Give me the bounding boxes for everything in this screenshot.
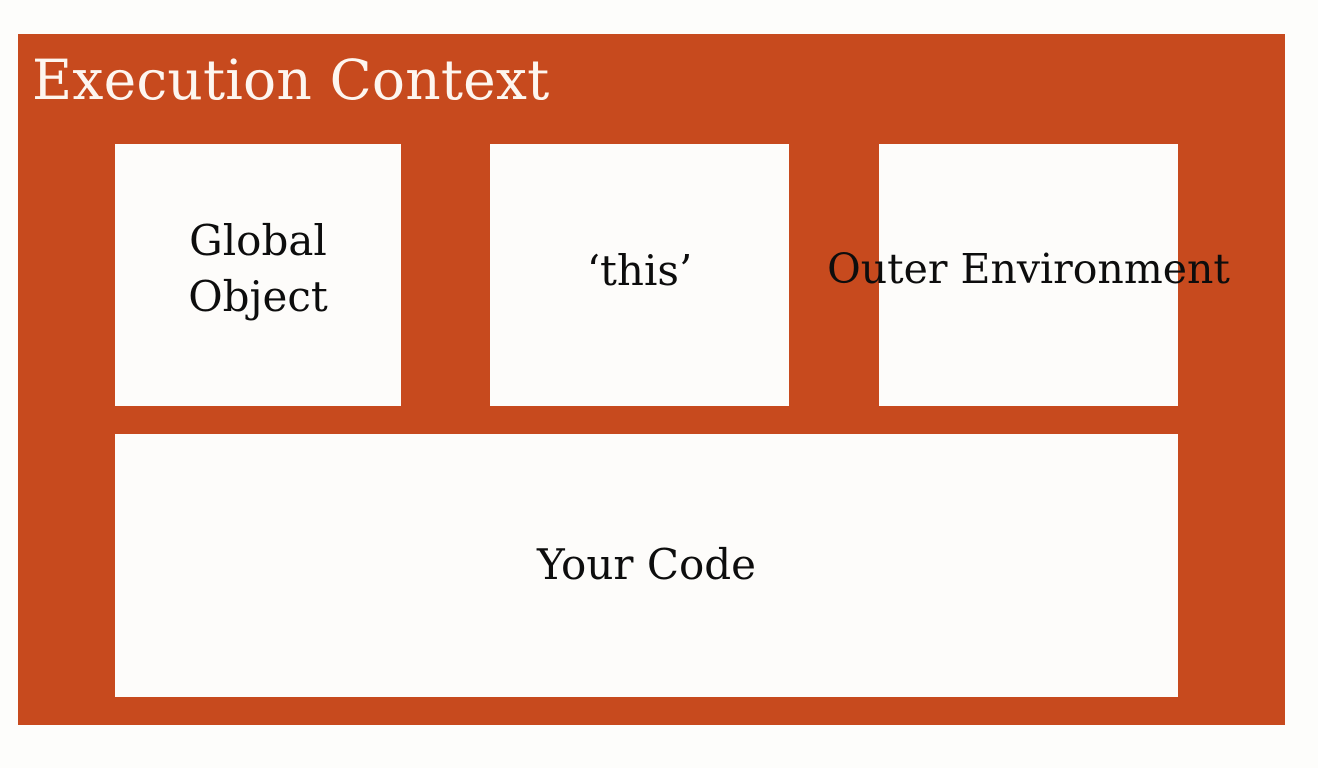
execution-context-title: Execution Context [32, 48, 550, 112]
box-this: ‘this’ [490, 144, 789, 406]
box-your-code: Your Code [115, 434, 1178, 697]
box-outer-environment-label: Outer Environment [827, 245, 1230, 293]
box-your-code-label: Your Code [536, 539, 756, 589]
box-this-label: ‘this’ [586, 246, 693, 295]
execution-context-panel: Execution Context Global Object ‘this’ O… [18, 34, 1285, 725]
box-outer-environment: Outer Environment [827, 144, 1230, 406]
box-global-object-label: Global Object [188, 216, 328, 321]
box-global-object: Global Object [115, 144, 401, 406]
